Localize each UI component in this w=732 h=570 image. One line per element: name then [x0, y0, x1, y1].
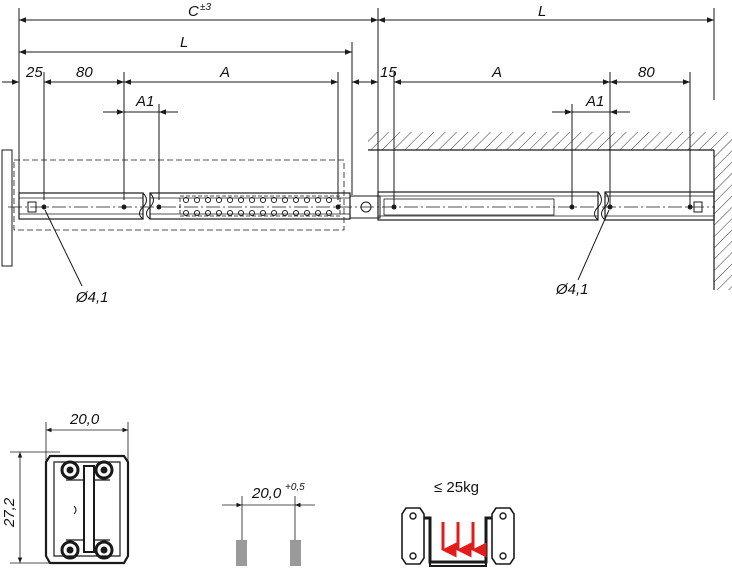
section-height-label: 27,2 [1, 497, 18, 528]
ball-bearing [182, 196, 190, 204]
ball-bearing [292, 196, 300, 204]
dimension-l-left [19, 42, 353, 195]
ball-bearing [204, 196, 212, 204]
section-width-label: 20,0 [69, 411, 100, 428]
ball-bearing [325, 196, 333, 204]
dimension-row-left [2, 72, 372, 200]
dimension-l-right-label: L [538, 3, 546, 20]
load-arrows [441, 522, 487, 558]
ball-bearing [226, 209, 234, 217]
mounting-gap [222, 496, 315, 540]
ball-bearing [281, 209, 289, 217]
ball-bearing [259, 209, 267, 217]
ball-bearing [215, 209, 223, 217]
gap-label: 20,0 [251, 485, 282, 502]
ball-bearing [193, 209, 201, 217]
dimension-25-label: 25 [25, 64, 43, 81]
hole-leader-left [44, 209, 83, 287]
ball-bearing [215, 196, 223, 204]
side-wall-left [236, 540, 247, 566]
dimension-c-tolerance: ±3 [200, 2, 211, 13]
ball-bearing [292, 209, 300, 217]
hole-label-right: Ø4,1 [555, 281, 589, 298]
gap-tolerance-label: +0,5 [285, 482, 305, 493]
dimension-l-right [378, 8, 715, 100]
ball-bearing [259, 196, 267, 204]
ball-bearing [281, 196, 289, 204]
ball-bearing [237, 209, 245, 217]
dimension-80-right-label: 80 [638, 64, 655, 81]
hole-label-left: Ø4,1 [75, 289, 109, 306]
ball-bearing [270, 196, 278, 204]
ball-bearing [204, 209, 212, 217]
ball-bearing [237, 196, 245, 204]
dimension-a1-right [552, 104, 630, 205]
ball-bearing [182, 209, 190, 217]
dimension-15-label: 15 [380, 64, 397, 81]
dimension-c-label: C [188, 3, 199, 20]
ball-bearing [314, 196, 322, 204]
dimension-a1-left-label: A1 [135, 93, 154, 110]
hole-leader-right [577, 209, 610, 281]
side-wall-right [290, 540, 301, 566]
ball-bearing [226, 196, 234, 204]
dimension-a1-left [103, 104, 178, 200]
dimension-a-left-label: A [219, 64, 230, 81]
ball-bearing [270, 209, 278, 217]
cabinet-wall [368, 132, 732, 290]
ball-bearing [303, 209, 311, 217]
dimension-80-left-label: 80 [76, 64, 93, 81]
dimension-a-right-label: A [491, 64, 502, 81]
ball-bearing [248, 209, 256, 217]
dimension-a1-right-label: A1 [585, 93, 604, 110]
ball-bearing [303, 196, 311, 204]
load-label: ≤ 25kg [434, 479, 479, 496]
ball-bearings-left [182, 196, 333, 217]
load-capacity-icon [401, 507, 515, 567]
ball-bearing [314, 209, 322, 217]
ball-bearing [325, 209, 333, 217]
ball-bearing [248, 196, 256, 204]
dimension-c [18, 8, 379, 200]
slide-rail-closed [377, 191, 715, 221]
ball-bearing [193, 196, 201, 204]
rail-cross-section [10, 422, 130, 565]
dimension-l-left-label: L [180, 34, 188, 51]
